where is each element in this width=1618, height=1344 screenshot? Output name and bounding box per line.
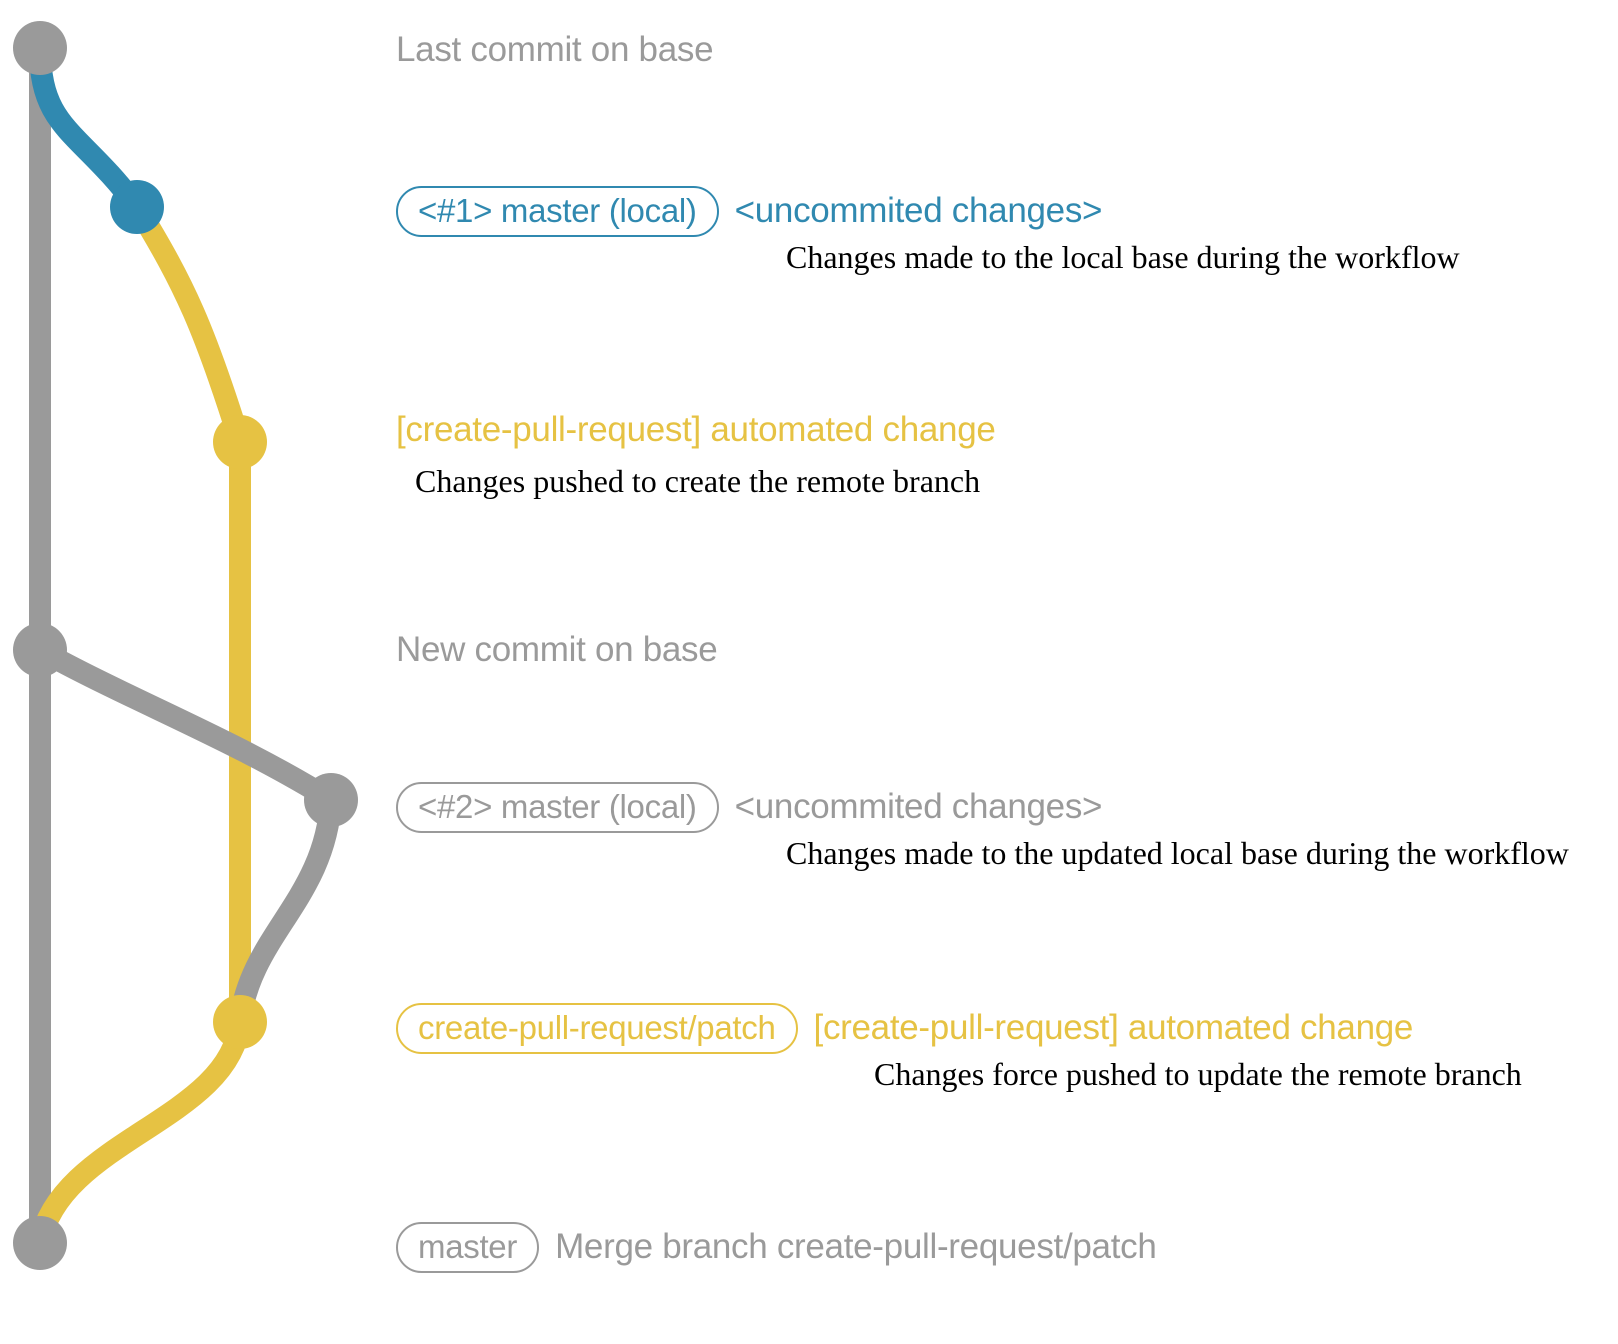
commit-node-n6[interactable]: [213, 995, 267, 1049]
commit-message-1: Last commit on base: [396, 30, 714, 69]
commit-message-2: <uncommited changes>: [734, 191, 1103, 230]
branch-badge-master[interactable]: master: [396, 1222, 540, 1273]
edge-n5-n6: [229, 789, 342, 1033]
git-graph: [13, 21, 358, 1270]
branch-badge-create-pull-request-patch[interactable]: create-pull-request/patch: [396, 1003, 798, 1054]
commit-description-6: Changes force pushed to update the remot…: [874, 1056, 1522, 1092]
commit-message-6: [create-pull-request] automated change: [813, 1008, 1414, 1047]
commit-node-n4[interactable]: [13, 623, 67, 677]
commit-message-5: <uncommited changes>: [734, 787, 1103, 826]
commit-row-automated-change-1: [create-pull-request] automated change: [396, 410, 996, 450]
edge-n2-n3: [126, 196, 251, 453]
commit-description-2: Changes made to the local base during th…: [786, 239, 1460, 275]
commit-node-n7[interactable]: [13, 1216, 67, 1270]
graph-nodes: [13, 21, 358, 1270]
commit-description-5: Changes made to the updated local base d…: [786, 835, 1569, 871]
branch-badge-master-local-1[interactable]: <#1> master (local): [396, 186, 719, 237]
commit-description-3: Changes pushed to create the remote bran…: [415, 463, 981, 499]
commit-node-n5[interactable]: [304, 773, 358, 827]
edge-n6-n7: [29, 1011, 251, 1254]
commit-node-n2[interactable]: [110, 180, 164, 234]
commit-message-4: New commit on base: [396, 630, 718, 669]
branch-badge-master-local-2[interactable]: <#2> master (local): [396, 782, 719, 833]
commit-row-create-pull-request-patch: create-pull-request/patch [create-pull-r…: [396, 1003, 1413, 1054]
edge-n4-n5: [29, 639, 342, 811]
commit-node-n3[interactable]: [213, 415, 267, 469]
commit-row-master-merge: master Merge branch create-pull-request/…: [396, 1222, 1157, 1273]
commit-message-3: [create-pull-request] automated change: [396, 410, 996, 449]
commit-node-n1[interactable]: [13, 21, 67, 75]
commit-row-master-local-2: <#2> master (local) <uncommited changes>: [396, 782, 1102, 833]
commit-message-7: Merge branch create-pull-request/patch: [555, 1227, 1157, 1266]
commit-row-new-commit-on-base: New commit on base: [396, 630, 718, 670]
commit-row-master-local-1: <#1> master (local) <uncommited changes>: [396, 186, 1102, 237]
commit-row-last-commit-on-base: Last commit on base: [396, 30, 714, 70]
